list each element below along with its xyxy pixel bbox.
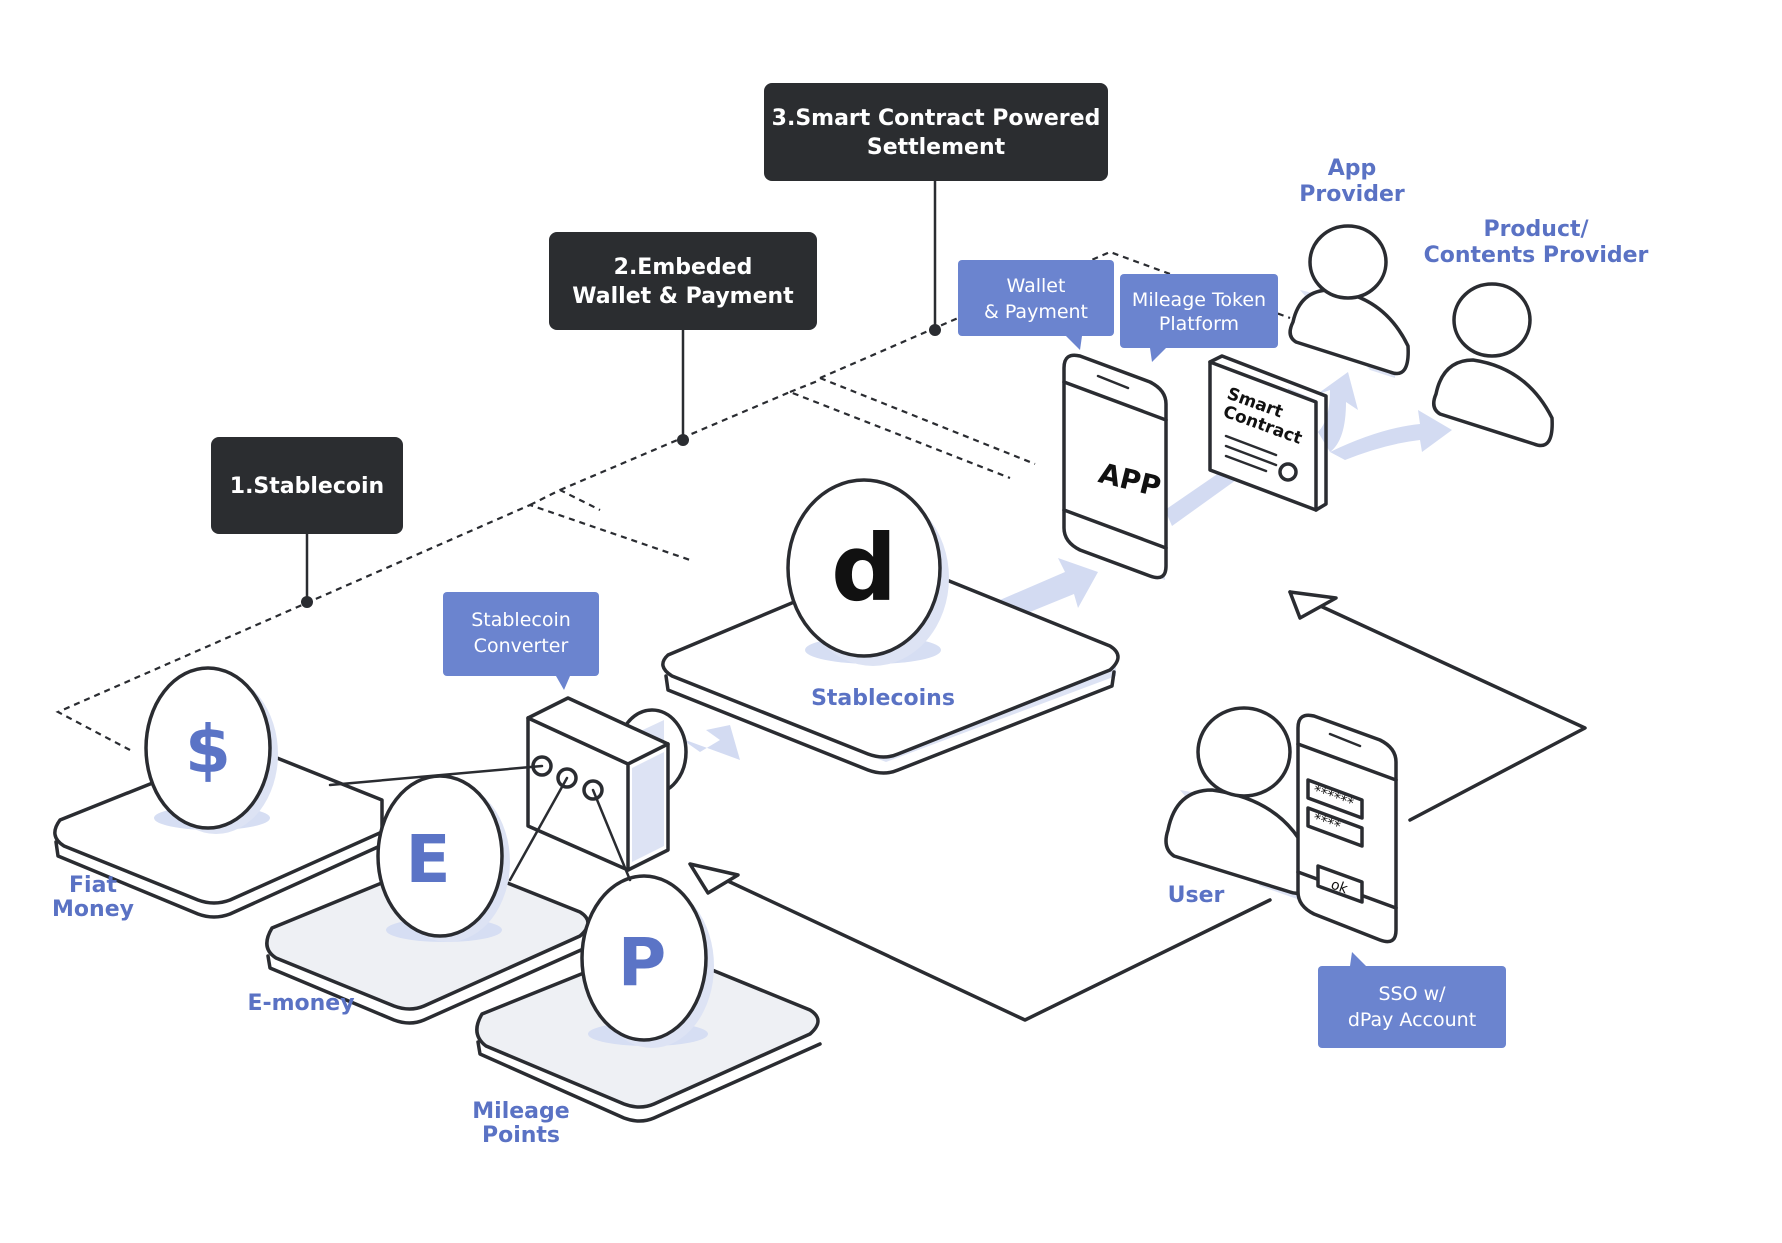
stablecoin-converter-device: [328, 696, 688, 882]
emoney-platform: E E-money: [247, 774, 592, 1025]
contract-seal-icon: [1278, 462, 1298, 482]
callout-stablecoin-text: 1.Stablecoin: [230, 474, 384, 499]
bubble-mileage-line1: Mileage Token: [1132, 289, 1266, 311]
stablecoin-coin: [786, 478, 942, 658]
stablecoins-label: Stablecoins: [811, 686, 955, 711]
fiat-money-platform: $ Fiat Money: [52, 666, 384, 922]
user-loop-arrow: [688, 590, 1587, 1022]
zone-wallet-outline: [559, 390, 1011, 492]
login-phone: ****** **** ok: [1296, 713, 1398, 944]
fiat-coin: [144, 666, 272, 830]
app-provider-person: App Provider: [1288, 156, 1410, 378]
bubble-wallet-line2: & Payment: [984, 301, 1088, 323]
flow-stablecoin-to-app: [1000, 558, 1098, 620]
emoney-glyph: E: [405, 821, 450, 898]
fiat-label-line1: Fiat: [69, 873, 117, 898]
product-provider-label-line1: Product/: [1483, 217, 1589, 242]
callout-embedded-line2: Wallet & Payment: [572, 284, 794, 309]
callout-leaders: [301, 178, 941, 608]
user-person: User: [1164, 706, 1312, 908]
callout-settlement-line1: 3.Smart Contract Powered: [772, 106, 1101, 131]
callout-embedded-wallet: 2.Embeded Wallet & Payment: [549, 232, 817, 330]
callout-settlement: 3.Smart Contract Powered Settlement: [764, 83, 1108, 181]
smart-contract-document: Smart Contract: [1208, 354, 1328, 512]
bubble-sso-line2: dPay Account: [1348, 1009, 1476, 1031]
bubble-stablecoin-converter: Stablecoin Converter: [443, 592, 599, 690]
callout-embedded-line1: 2.Embeded: [614, 255, 753, 280]
bubble-converter-line1: Stablecoin: [471, 609, 571, 631]
fiat-glyph: $: [185, 711, 231, 788]
loop-arrowhead-left: [688, 862, 740, 895]
bubble-sso-line1: SSO w/: [1378, 983, 1446, 1005]
bubble-mileage-line2: Platform: [1159, 313, 1239, 335]
mileage-glyph: P: [618, 924, 666, 1001]
app-provider-label-line1: App: [1328, 156, 1377, 181]
bubble-wallet-payment: Wallet & Payment: [958, 260, 1114, 350]
bubble-wallet-line1: Wallet: [1007, 275, 1066, 297]
loop-arrowhead-right: [1288, 590, 1338, 620]
bubble-converter-line2: Converter: [474, 635, 569, 657]
mileage-label-line1: Mileage: [472, 1099, 569, 1124]
product-provider-person: Product/ Contents Provider: [1424, 217, 1649, 448]
bubble-mileage-token-platform: Mileage Token Platform: [1120, 274, 1278, 362]
product-provider-label-line2: Contents Provider: [1424, 243, 1649, 268]
svg-text:ok: ok: [1329, 877, 1351, 898]
bubble-sso-dpay-account: SSO w/ dPay Account: [1318, 952, 1506, 1048]
stablecoin-glyph: d: [831, 515, 897, 622]
user-label: User: [1168, 883, 1225, 908]
callout-stablecoin: 1.Stablecoin: [211, 437, 403, 534]
fiat-label-line2: Money: [52, 897, 134, 922]
ok-button[interactable]: [1316, 864, 1364, 904]
app-phone: APP: [1062, 353, 1168, 580]
flow-to-product-provider: [1330, 410, 1452, 460]
mileage-platform: P Mileage Points: [472, 874, 822, 1148]
app-provider-label-line2: Provider: [1299, 182, 1405, 207]
stablecoins-platform: d Stablecoins: [661, 478, 1120, 775]
password-field[interactable]: [1306, 778, 1364, 820]
callout-settlement-line2: Settlement: [867, 135, 1006, 160]
mileage-coin: [580, 874, 708, 1042]
mileage-label-line2: Points: [482, 1123, 560, 1148]
flow-to-app-provider: [1316, 372, 1358, 452]
pin-field[interactable]: [1306, 806, 1364, 848]
emoney-label: E-money: [247, 991, 354, 1016]
